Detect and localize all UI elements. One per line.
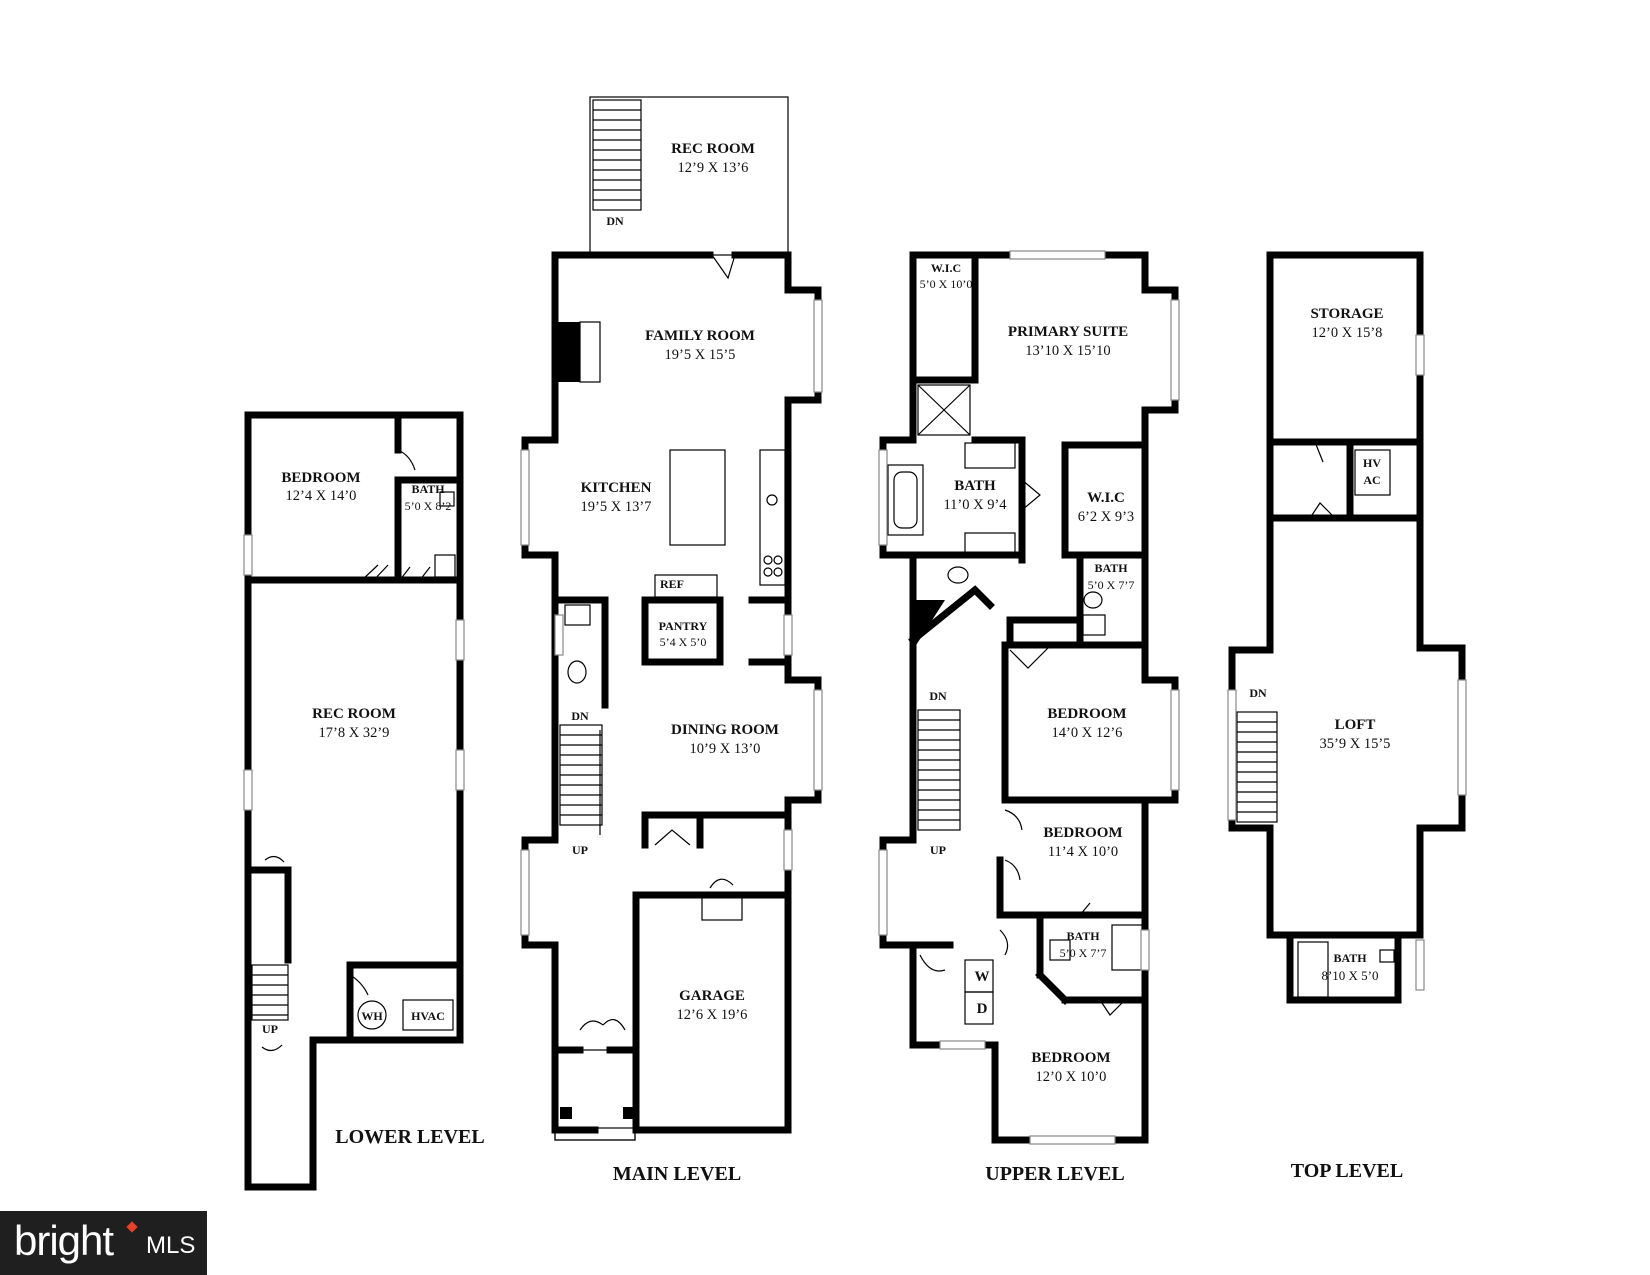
room-name: BEDROOM	[1043, 825, 1122, 841]
room-name: BEDROOM	[1031, 1050, 1110, 1066]
room-dims: 12’0 X 15’8	[1312, 325, 1383, 341]
ac-label: AC	[1363, 473, 1380, 487]
room-dims: 11’0 X 9’4	[943, 497, 1007, 513]
stair-label-up: UP	[930, 843, 946, 857]
hvac-label: HVAC	[411, 1009, 445, 1023]
room-name: BATH	[1333, 951, 1367, 965]
room-dims: 14’0 X 12’6	[1052, 725, 1123, 741]
room-dims: 12’4 X 14’0	[286, 488, 357, 504]
stair-label-up: UP	[572, 843, 588, 857]
room-dims: 12’6 X 19’6	[677, 1007, 748, 1023]
room-dims: 5’4 X 5’0	[660, 635, 707, 649]
washer-label: W	[975, 969, 990, 985]
lower-level-plan	[243, 411, 465, 1191]
room-name: KITCHEN	[581, 480, 652, 496]
room-name: FAMILY ROOM	[645, 328, 755, 344]
room-dims: 8’10 X 5’0	[1321, 968, 1378, 983]
room-name: BATH	[1066, 929, 1100, 943]
room-name: GARAGE	[679, 988, 745, 1004]
stair-label-dn: DN	[606, 214, 624, 228]
room-name: BATH	[1094, 561, 1128, 575]
room-dims: 5’0 X 10’0	[920, 277, 973, 291]
logo-brand: bright	[14, 1217, 114, 1264]
top-level-plan	[1227, 251, 1467, 1004]
room-name: REC ROOM	[312, 706, 396, 722]
stair-label-dn: DN	[929, 689, 947, 703]
room-dims: 19’5 X 13’7	[581, 499, 652, 515]
room-dims: 13’10 X 15’10	[1025, 343, 1110, 359]
level-name: TOP LEVEL	[1291, 1160, 1403, 1182]
room-dims: 12’9 X 13’6	[678, 160, 749, 176]
room-name: DINING ROOM	[671, 722, 779, 738]
room-dims: 5’0 X 7’7	[1060, 946, 1107, 960]
hv-label: HV	[1363, 456, 1381, 470]
room-name: BATH	[954, 478, 996, 494]
dryer-label: D	[977, 1001, 988, 1017]
stair-label-dn: DN	[1249, 686, 1267, 700]
room-name: BATH	[411, 482, 445, 496]
room-dims: 11’4 X 10’0	[1048, 844, 1118, 860]
stair-label-up: UP	[262, 1022, 278, 1036]
stair-label-dn: DN	[571, 709, 589, 723]
ref-label: REF	[660, 577, 684, 591]
room-name: STORAGE	[1310, 306, 1383, 322]
level-name: MAIN LEVEL	[613, 1163, 741, 1185]
room-name: W.I.C	[931, 261, 961, 275]
room-name: BEDROOM	[281, 470, 360, 486]
level-name: LOWER LEVEL	[335, 1126, 484, 1148]
room-name: PRIMARY SUITE	[1008, 324, 1128, 340]
room-name: W.I.C	[1087, 490, 1125, 506]
room-dims: 12’0 X 10’0	[1036, 1069, 1107, 1085]
room-name: REC ROOM	[671, 141, 755, 157]
room-dims: 6’2 X 9’3	[1078, 509, 1134, 525]
room-name: LOFT	[1335, 717, 1376, 733]
level-name: UPPER LEVEL	[985, 1163, 1124, 1185]
upper-level-plan	[878, 250, 1180, 1145]
logo-spark-icon	[126, 1221, 138, 1233]
room-name: BEDROOM	[1047, 706, 1126, 722]
room-dims: 10’9 X 13’0	[690, 741, 761, 757]
room-name: PANTRY	[659, 619, 708, 633]
water-heater-label: WH	[361, 1009, 383, 1023]
room-dims: 17’8 X 32’9	[319, 725, 390, 741]
room-dims: 35’9 X 15’5	[1320, 736, 1391, 752]
room-dims: 5’0 X 7’7	[1088, 578, 1135, 592]
logo-mls: MLS	[146, 1232, 196, 1259]
main-level-plan	[520, 96, 823, 1141]
room-dims: 19’5 X 15’5	[665, 347, 736, 363]
floor-plan: BEDROOM 12’4 X 14’0 BATH 5’0 X 8’2 REC R…	[243, 96, 1467, 1191]
room-dims: 5’0 X 8’2	[405, 499, 452, 513]
bright-mls-logo: bright MLS	[0, 1211, 207, 1275]
